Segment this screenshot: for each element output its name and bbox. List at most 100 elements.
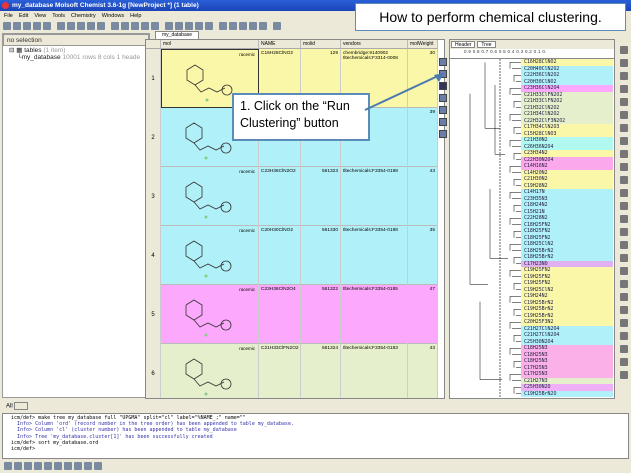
- menu-chemistry[interactable]: Chemistry: [71, 13, 96, 19]
- status-tool-icon[interactable]: [64, 462, 72, 470]
- right-tool-icon[interactable]: [620, 332, 628, 340]
- tree-leaf[interactable]: C22H30N2O4: [521, 156, 613, 163]
- toolbar-button-icon[interactable]: [249, 22, 257, 30]
- tree-leaf[interactable]: C17H34ClN2O3: [521, 124, 613, 131]
- tree-leaf[interactable]: C19H24N2: [521, 293, 613, 300]
- column-header-name[interactable]: NAME: [259, 40, 301, 49]
- tab-tree[interactable]: Tree: [477, 41, 496, 48]
- toolbar-button-icon[interactable]: [259, 22, 267, 30]
- tree-leaf[interactable]: C16H28ClNO2: [521, 59, 613, 66]
- tree-leaf[interactable]: C19H25FN2: [521, 273, 613, 280]
- column-header-vendors[interactable]: vendors: [341, 40, 408, 49]
- tab-header[interactable]: Header: [451, 41, 476, 48]
- right-tool-icon[interactable]: [620, 176, 628, 184]
- right-tool-icon[interactable]: [620, 358, 628, 366]
- toolbar-button-icon[interactable]: [13, 22, 21, 30]
- toolbar-button-icon[interactable]: [57, 22, 65, 30]
- column-header-molid[interactable]: molid: [301, 40, 341, 49]
- tree-leaf[interactable]: C14H20N2: [521, 169, 613, 176]
- tree-leaf[interactable]: C19H25BrN2O: [521, 390, 613, 397]
- column-header-molweight[interactable]: molWeight: [408, 40, 438, 49]
- command-console[interactable]: icm/def> make tree my_database full "UPG…: [2, 413, 629, 459]
- tree-leaf[interactable]: C19H25BrN2: [521, 299, 613, 306]
- toolbar-button-icon[interactable]: [239, 22, 247, 30]
- right-tool-icon[interactable]: [620, 46, 628, 54]
- toolbar-button-icon[interactable]: [195, 22, 203, 30]
- tree-leaf[interactable]: C21H33ClFN2O2: [521, 98, 613, 105]
- right-tool-icon[interactable]: [620, 306, 628, 314]
- right-tool-icon[interactable]: [620, 163, 628, 171]
- status-tool-icon[interactable]: [14, 462, 22, 470]
- tree-leaf[interactable]: C21H30N2: [521, 176, 613, 183]
- right-tool-icon[interactable]: [620, 241, 628, 249]
- right-tool-icon[interactable]: [620, 59, 628, 67]
- tree-leaf[interactable]: C19H25FN2: [521, 280, 613, 287]
- menu-windows[interactable]: Windows: [101, 13, 125, 19]
- tree-leaf[interactable]: C21H27ClN2O4: [521, 332, 613, 339]
- tree-leaf[interactable]: C21H27ClN2O4: [521, 325, 613, 332]
- status-tool-icon[interactable]: [4, 462, 12, 470]
- side-tool-button[interactable]: [439, 118, 447, 126]
- tab-all[interactable]: All: [6, 403, 13, 410]
- tree-leaf[interactable]: C25H30N2O: [521, 384, 613, 391]
- molecule-structure-cell[interactable]: racemic: [161, 226, 259, 285]
- tree-leaf[interactable]: C21H34ClN2O2: [521, 111, 613, 118]
- tree-leaf[interactable]: C26H36N2O4: [521, 143, 613, 150]
- right-tool-icon[interactable]: [620, 371, 628, 379]
- molecule-structure-cell[interactable]: racemic: [161, 285, 259, 344]
- toolbar-button-icon[interactable]: [3, 22, 11, 30]
- right-tool-icon[interactable]: [620, 150, 628, 158]
- toolbar-button-icon[interactable]: [43, 22, 51, 30]
- status-tool-icon[interactable]: [74, 462, 82, 470]
- right-tool-icon[interactable]: [620, 293, 628, 301]
- right-tool-icon[interactable]: [620, 137, 628, 145]
- side-tool-button[interactable]: [439, 94, 447, 102]
- tree-leaf[interactable]: C20H40ClN2O2: [521, 65, 613, 72]
- right-tool-icon[interactable]: [620, 202, 628, 210]
- column-header-mol[interactable]: mol: [161, 40, 259, 49]
- status-tool-icon[interactable]: [54, 462, 62, 470]
- tree-leaf[interactable]: C22H36ClN2O2: [521, 72, 613, 79]
- right-tool-icon[interactable]: [620, 228, 628, 236]
- tree-leaf[interactable]: C21H33ClFN2O2: [521, 91, 613, 98]
- tree-leaf[interactable]: C21H27N3: [521, 377, 613, 384]
- right-tool-icon[interactable]: [620, 267, 628, 275]
- status-tool-icon[interactable]: [44, 462, 52, 470]
- menu-view[interactable]: View: [34, 13, 47, 19]
- molecule-structure-cell[interactable]: racemic: [161, 49, 259, 108]
- toolbar-button-icon[interactable]: [165, 22, 173, 30]
- menu-tools[interactable]: Tools: [52, 13, 66, 19]
- menu-help[interactable]: Help: [130, 13, 142, 19]
- tree-node-my-database[interactable]: └my_database 10001 rows 8 cols 1 heade: [17, 54, 141, 61]
- toolbar-button-icon[interactable]: [23, 22, 31, 30]
- tree-leaf[interactable]: C18H25FN2: [521, 221, 613, 228]
- right-tool-icon[interactable]: [620, 85, 628, 93]
- tree-leaf[interactable]: C19H28N2: [521, 182, 613, 189]
- tree-leaf[interactable]: C18H25N3: [521, 358, 613, 365]
- tree-leaf[interactable]: C23H34N2: [521, 150, 613, 157]
- toolbar-button-icon[interactable]: [273, 22, 281, 30]
- status-tool-icon[interactable]: [24, 462, 32, 470]
- toolbar-button-icon[interactable]: [33, 22, 41, 30]
- side-tool-button[interactable]: [439, 58, 447, 66]
- status-tool-icon[interactable]: [84, 462, 92, 470]
- status-tool-icon[interactable]: [34, 462, 42, 470]
- toolbar-button-icon[interactable]: [87, 22, 95, 30]
- molecule-structure-cell[interactable]: racemic: [161, 344, 259, 398]
- tree-leaf[interactable]: C25H30N2O4: [521, 338, 613, 345]
- tree-leaf[interactable]: C14H17N: [521, 189, 613, 196]
- toolbar-button-icon[interactable]: [77, 22, 85, 30]
- right-tool-icon[interactable]: [620, 254, 628, 262]
- tree-leaf[interactable]: C21H30N2: [521, 137, 613, 144]
- right-tool-icon[interactable]: [620, 280, 628, 288]
- tree-leaf[interactable]: C15H28ClNO3: [521, 130, 613, 137]
- tree-leaf[interactable]: C19H25ClN2: [521, 286, 613, 293]
- right-tool-icon[interactable]: [620, 111, 628, 119]
- toolbar-button-icon[interactable]: [219, 22, 227, 30]
- right-tool-icon[interactable]: [620, 189, 628, 197]
- tree-leaf[interactable]: C18H24N2: [521, 202, 613, 209]
- tree-leaf[interactable]: C18H25N3: [521, 351, 613, 358]
- right-tool-icon[interactable]: [620, 98, 628, 106]
